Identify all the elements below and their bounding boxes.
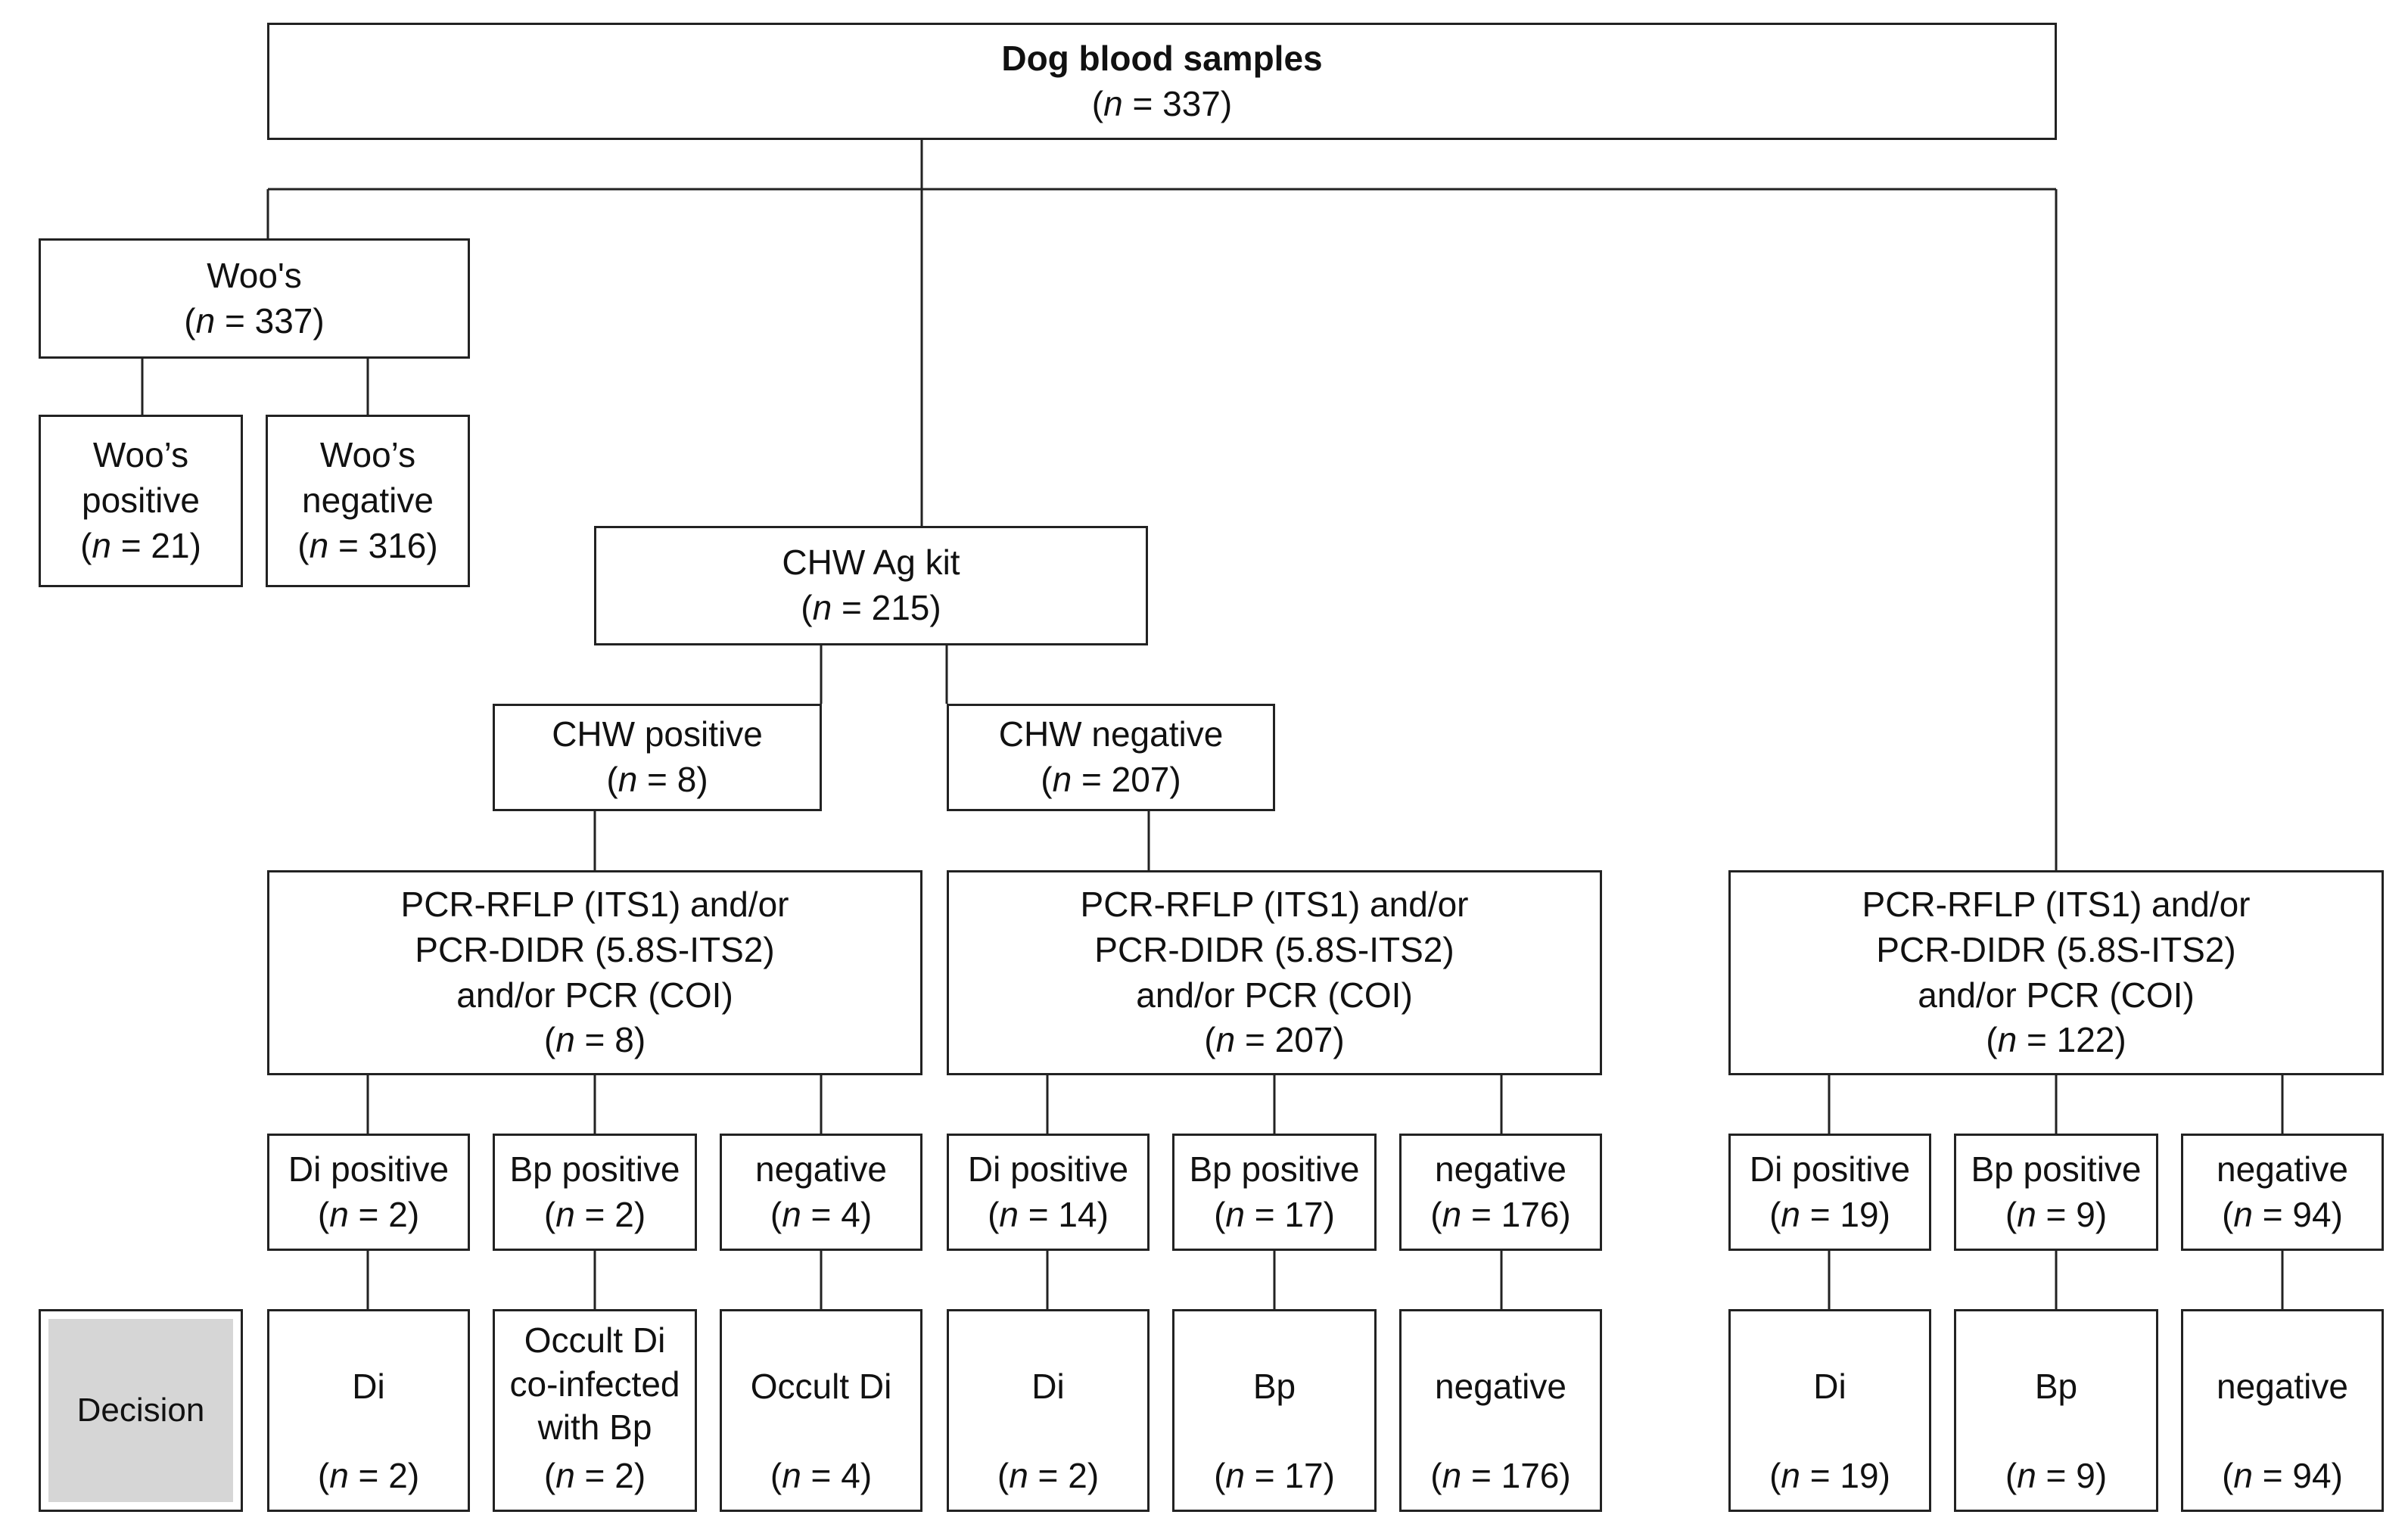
pcr-node-direct: PCR-RFLP (ITS1) and/or PCR-DIDR (5.8S-IT… xyxy=(1728,870,2384,1075)
node-label: PCR-RFLP (ITS1) and/or PCR-DIDR (5.8S-IT… xyxy=(1862,884,2251,1015)
node-count: (n = 94) xyxy=(2222,1456,2343,1496)
node-label: Woo’s negative xyxy=(302,435,434,521)
node-count: (n = 215) xyxy=(801,588,941,627)
node-label: negative xyxy=(1435,1367,1566,1406)
node-label: negative xyxy=(755,1149,887,1189)
node-count: (n = 207) xyxy=(1204,1020,1345,1060)
decision-node: negative (n = 94) xyxy=(2181,1309,2384,1512)
node-count: (n = 207) xyxy=(1041,760,1181,799)
result-node: negative (n = 4) xyxy=(720,1134,922,1251)
result-node: Bp positive (n = 17) xyxy=(1172,1134,1377,1251)
node-label: Bp positive xyxy=(1189,1149,1360,1189)
result-node: negative (n = 94) xyxy=(2181,1134,2384,1251)
node-label: Di xyxy=(1031,1367,1065,1406)
result-node: Bp positive (n = 2) xyxy=(493,1134,697,1251)
node-count: (n = 8) xyxy=(543,1020,646,1060)
node-count: (n = 17) xyxy=(1214,1456,1335,1496)
decision-node: Bp (n = 9) xyxy=(1954,1309,2158,1512)
node-label: Bp positive xyxy=(509,1149,680,1189)
result-node: Bp positive (n = 9) xyxy=(1954,1134,2158,1251)
result-node: Di positive (n = 2) xyxy=(267,1134,470,1251)
node-count: (n = 8) xyxy=(606,760,708,799)
node-label: Di positive xyxy=(1749,1149,1911,1189)
node-count: (n = 176) xyxy=(1430,1456,1571,1496)
node-label: Di positive xyxy=(288,1149,450,1189)
decision-node: Occult Di (n = 4) xyxy=(720,1309,922,1512)
pcr-node-chw-negative: PCR-RFLP (ITS1) and/or PCR-DIDR (5.8S-IT… xyxy=(947,870,1602,1075)
node-count: (n = 2) xyxy=(317,1456,420,1496)
node-count: (n = 337) xyxy=(184,300,325,341)
node-label: Di xyxy=(1813,1367,1846,1406)
chw-positive-node: CHW positive (n = 8) xyxy=(493,704,822,811)
node-label: negative xyxy=(2217,1149,2348,1189)
node-label: Bp xyxy=(2034,1367,2078,1406)
result-node: Di positive (n = 19) xyxy=(1728,1134,1931,1251)
node-label: negative xyxy=(1435,1149,1566,1189)
node-count: (n = 2) xyxy=(543,1456,646,1496)
decision-node: Di (n = 19) xyxy=(1728,1309,1931,1512)
node-label: Woo’s positive xyxy=(82,435,200,521)
node-label: Bp positive xyxy=(1971,1149,2142,1189)
node-label: Dog blood samples xyxy=(1001,38,1323,78)
node-count: (n = 316) xyxy=(297,525,438,565)
decision-node: Di (n = 2) xyxy=(947,1309,1150,1512)
node-count: (n = 19) xyxy=(1769,1194,1890,1234)
node-label: CHW negative xyxy=(998,714,1224,754)
chw-negative-node: CHW negative (n = 207) xyxy=(947,704,1275,811)
node-count: (n = 17) xyxy=(1214,1194,1335,1234)
node-count: (n = 2) xyxy=(317,1194,420,1234)
node-count: (n = 9) xyxy=(2005,1456,2108,1496)
node-count: (n = 94) xyxy=(2222,1194,2343,1234)
node-count: (n = 19) xyxy=(1769,1456,1890,1496)
node-count: (n = 337) xyxy=(1091,83,1233,123)
node-count: (n = 122) xyxy=(1986,1020,2126,1060)
node-label: PCR-RFLP (ITS1) and/or PCR-DIDR (5.8S-IT… xyxy=(1080,884,1469,1015)
node-count: (n = 4) xyxy=(770,1456,873,1496)
node-count: (n = 9) xyxy=(2005,1194,2108,1234)
result-node: Di positive (n = 14) xyxy=(947,1134,1150,1251)
decision-node: Di (n = 2) xyxy=(267,1309,470,1512)
result-node: negative (n = 176) xyxy=(1399,1134,1602,1251)
node-label: Occult Di xyxy=(750,1367,892,1406)
pcr-node-chw-positive: PCR-RFLP (ITS1) and/or PCR-DIDR (5.8S-IT… xyxy=(267,870,922,1075)
node-label: Occult Di co-infected with Bp xyxy=(509,1320,680,1447)
node-label: Bp xyxy=(1252,1367,1296,1406)
node-label: PCR-RFLP (ITS1) and/or PCR-DIDR (5.8S-IT… xyxy=(400,884,789,1015)
node-label: Woo's xyxy=(207,255,302,295)
node-count: (n = 176) xyxy=(1430,1194,1571,1234)
node-label: Di positive xyxy=(967,1149,1129,1189)
chw-kit-node: CHW Ag kit (n = 215) xyxy=(594,526,1148,645)
decision-node: Bp (n = 17) xyxy=(1172,1309,1377,1512)
node-count: (n = 2) xyxy=(543,1194,646,1234)
root-node: Dog blood samples (n = 337) xyxy=(267,23,2057,140)
woos-positive-node: Woo’s positive (n = 21) xyxy=(39,415,243,587)
node-count: (n = 21) xyxy=(80,525,201,565)
node-label: Di xyxy=(352,1367,385,1406)
decision-label: Decision xyxy=(39,1309,243,1512)
decision-node: negative (n = 176) xyxy=(1399,1309,1602,1512)
node-label: CHW Ag kit xyxy=(782,543,960,583)
node-count: (n = 2) xyxy=(997,1456,1100,1496)
node-label: CHW positive xyxy=(552,714,763,754)
woos-negative-node: Woo’s negative (n = 316) xyxy=(266,415,470,587)
node-label: negative xyxy=(2217,1367,2348,1406)
decision-label-text: Decision xyxy=(76,1392,205,1429)
decision-node: Occult Di co-infected with Bp (n = 2) xyxy=(493,1309,697,1512)
node-count: (n = 4) xyxy=(770,1194,873,1234)
node-count: (n = 14) xyxy=(988,1194,1109,1234)
woos-node: Woo's (n = 337) xyxy=(39,238,470,359)
